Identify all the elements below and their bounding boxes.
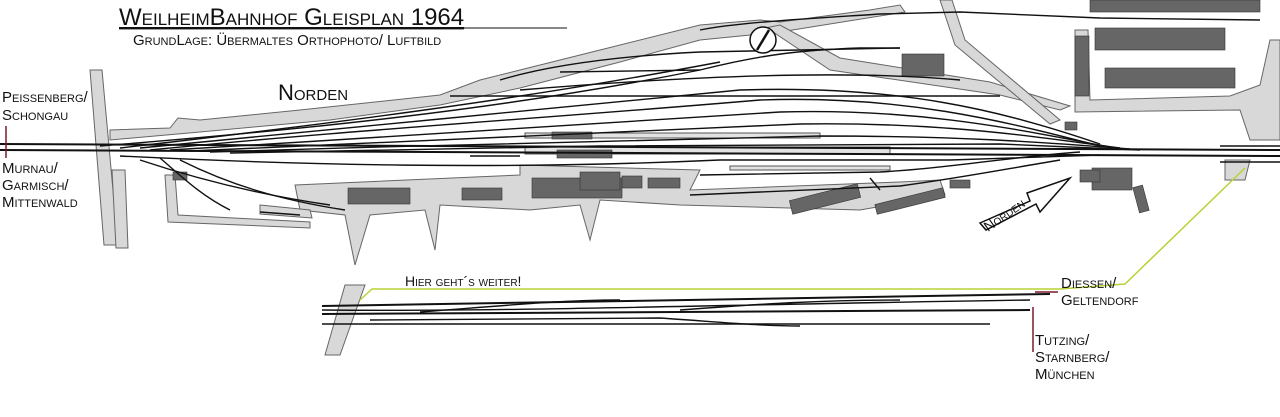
compass-label: Norden: [278, 80, 348, 105]
turntable: [749, 26, 777, 54]
destination-peissenberg: Peissenberg/: [2, 89, 89, 106]
roads: [89, 0, 1280, 356]
destination-garmisch: Garmisch/: [2, 177, 69, 194]
destination-geltendorf: Geltendorf: [1061, 292, 1139, 309]
destination-schongau: Schongau: [2, 107, 68, 124]
connector-line: [359, 167, 1246, 301]
continuation-tracks: [321, 293, 1051, 327]
destination-mittenwald: Mittenwald: [2, 194, 78, 211]
buildings: [172, 0, 1261, 215]
north-arrow-label: Norden: [981, 195, 1028, 235]
destination-murnau: Murnau/: [2, 160, 59, 177]
page-title: WeilheimBahnhof Gleisplan 1964: [119, 4, 464, 31]
continuation-note: Hier geht´s weiter!: [405, 273, 521, 289]
destination-diessen: Diessen/: [1061, 275, 1117, 292]
page-subtitle: GrundLage: Übermaltes Orthophoto/ Luftbi…: [133, 31, 441, 49]
tracks: [0, 11, 1280, 216]
marker-lines: [5, 126, 1058, 352]
north-arrow-icon: Norden: [978, 176, 1073, 235]
destination-starnberg: Starnberg/: [1035, 349, 1110, 366]
destination-muenchen: München: [1035, 366, 1095, 383]
destination-tutzing: Tutzing/: [1035, 332, 1090, 349]
